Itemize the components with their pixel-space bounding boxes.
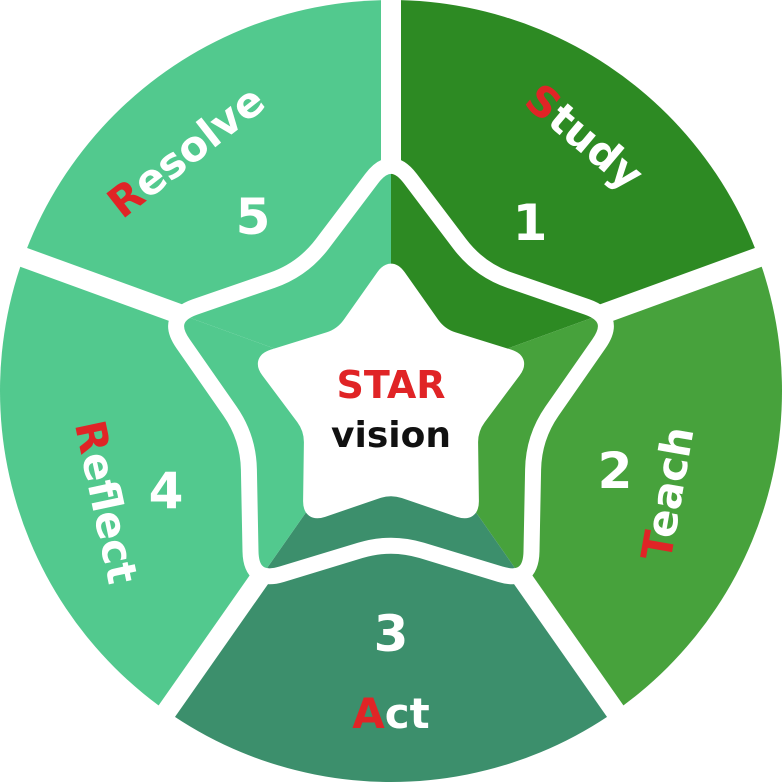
segment-number-teach: 2: [598, 442, 633, 500]
inner-star-outline: [168, 157, 614, 585]
center-subtitle: vision: [331, 415, 451, 456]
segment-number-study: 1: [513, 194, 548, 252]
segment-label-act: Act: [352, 689, 430, 738]
segment-number-resolve: 5: [236, 188, 271, 246]
segment-act[interactable]: [150, 391, 632, 782]
center-star: [257, 263, 525, 519]
segment-number-reflect: 4: [149, 462, 184, 520]
center-title: STAR: [336, 363, 445, 407]
segment-number-act: 3: [374, 605, 409, 663]
